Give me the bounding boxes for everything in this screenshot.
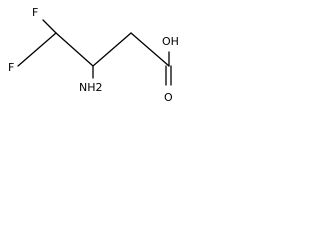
bond-c3-c2 bbox=[92, 32, 132, 67]
bond-c4-c3 bbox=[55, 32, 94, 67]
bond-c4-f-left bbox=[17, 32, 57, 67]
bond-c2-c1 bbox=[130, 32, 170, 67]
atom-label-oh: OH bbox=[162, 35, 179, 48]
bond-c4-f-top bbox=[42, 19, 57, 34]
molecule-structure: F F NH2 OH O bbox=[8, 6, 179, 104]
atom-label-o-carbonyl: O bbox=[164, 91, 173, 104]
atom-label-nh2: NH2 bbox=[79, 81, 103, 94]
atom-label-f-top: F bbox=[32, 6, 38, 19]
atom-label-f-left: F bbox=[8, 61, 14, 74]
